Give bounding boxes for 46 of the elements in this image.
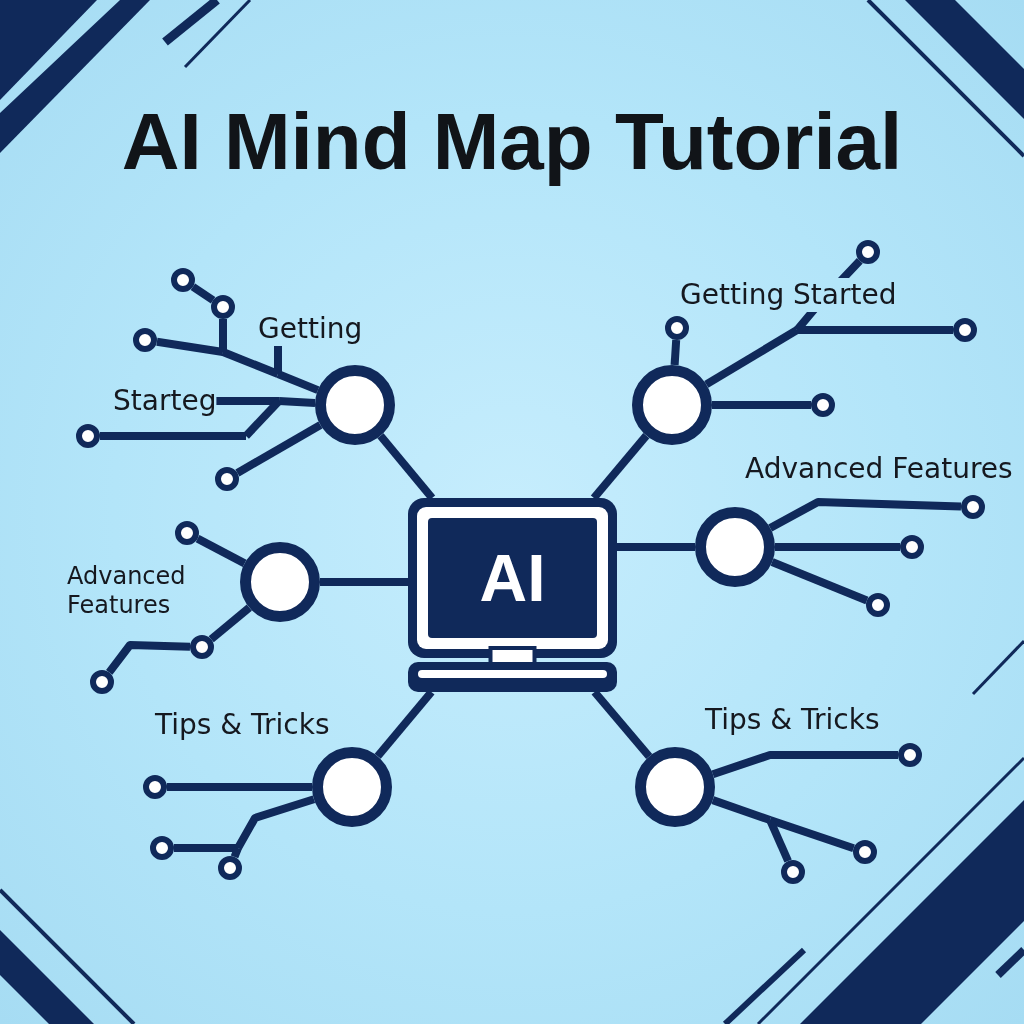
connector-line [768,498,962,532]
end-circle [211,295,235,319]
end-circle [900,535,924,559]
end-circle [190,635,214,659]
connector-line [195,535,247,567]
end-circle [811,393,835,417]
end-circle [171,268,195,292]
hub-circle [240,542,320,622]
end-circle [953,318,977,342]
connector-line [235,421,323,477]
end-circle [898,743,922,767]
connector-line [704,326,800,388]
connector-line [274,345,282,374]
end-circle [175,521,199,545]
end-circle [143,775,167,799]
connector-line [106,641,191,675]
end-circle [76,424,100,448]
connector-line [276,370,320,394]
hub-circle [632,365,712,445]
hub-circle [695,507,775,587]
end-circle [90,670,114,694]
connector-line [770,558,869,605]
end-circle [781,860,805,884]
hub-circle [312,747,392,827]
connector-line [190,283,216,304]
end-circle [853,840,877,864]
connector-line [234,795,316,850]
connector-line [711,796,772,824]
end-circle [665,316,689,340]
connector-line [230,846,242,859]
end-circle [215,467,239,491]
end-circle [866,593,890,617]
connector-line [768,816,855,852]
end-circle [133,328,157,352]
end-circle [961,495,985,519]
hub-circle [635,747,715,827]
connector-line [766,818,792,863]
end-circle [856,240,880,264]
end-circle [150,836,174,860]
branch-label: Getting Started [680,278,897,312]
connector-line [377,433,436,501]
hub-circle [315,365,395,445]
screen-text: AI [479,545,546,611]
end-circle [218,856,242,880]
connector-line [221,348,280,378]
connector-line [590,433,650,501]
